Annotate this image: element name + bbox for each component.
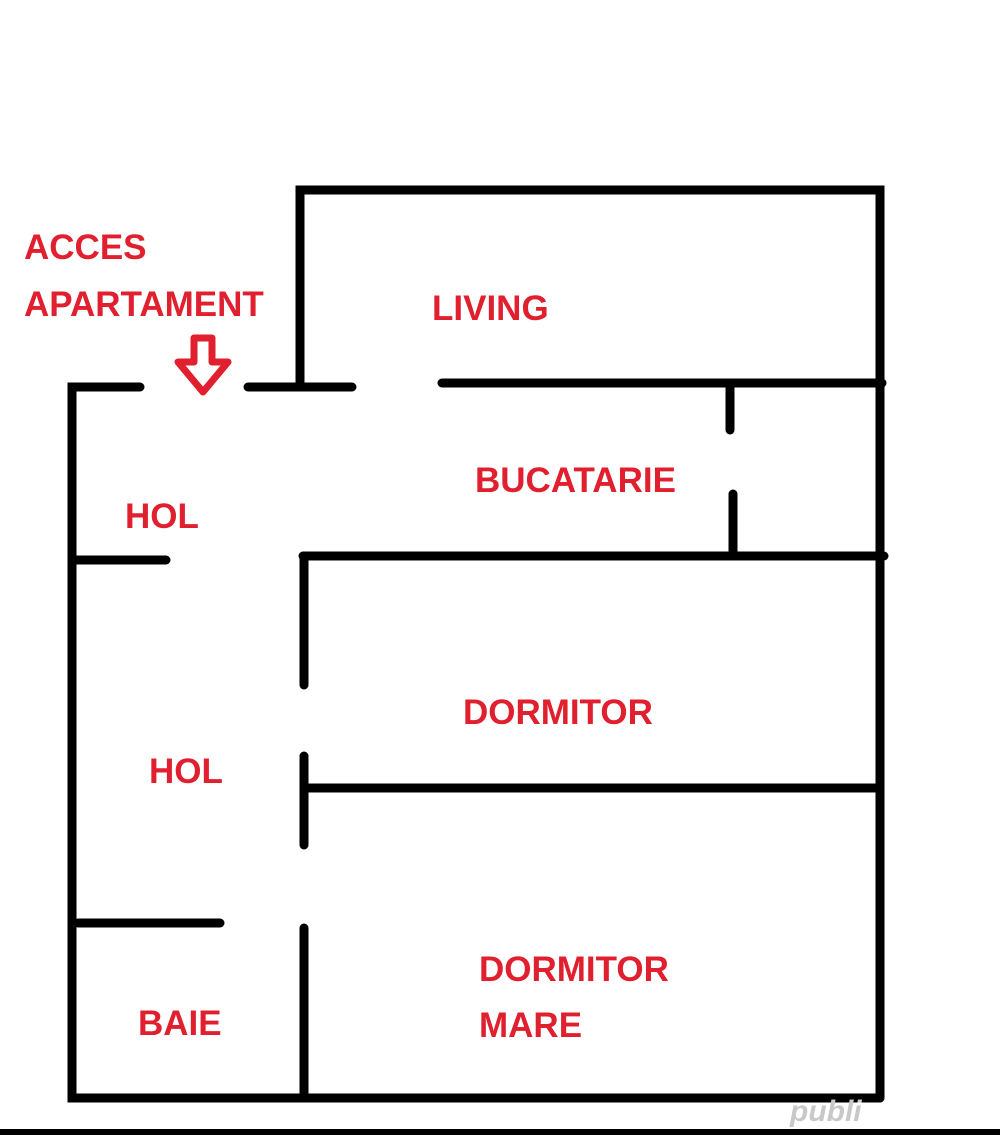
- watermark: publi: [790, 1095, 862, 1128]
- bottom-border: [0, 1129, 1000, 1135]
- room-label-dormitor-mare-line2: MARE: [479, 1006, 583, 1045]
- room-label-hol-2: HOL: [149, 752, 223, 791]
- room-label-dormitor-mare-line1: DORMITOR: [479, 950, 669, 989]
- entrance-label-line2: APARTAMENT: [24, 285, 264, 324]
- room-label-hol-1: HOL: [125, 497, 199, 536]
- room-label-living: LIVING: [432, 289, 549, 328]
- room-label-dormitor: DORMITOR: [463, 693, 653, 732]
- arrow-down-icon: [174, 334, 232, 396]
- room-label-bucatarie: BUCATARIE: [475, 461, 676, 500]
- entrance-label-line1: ACCES: [24, 228, 147, 267]
- room-label-baie: BAIE: [138, 1004, 222, 1043]
